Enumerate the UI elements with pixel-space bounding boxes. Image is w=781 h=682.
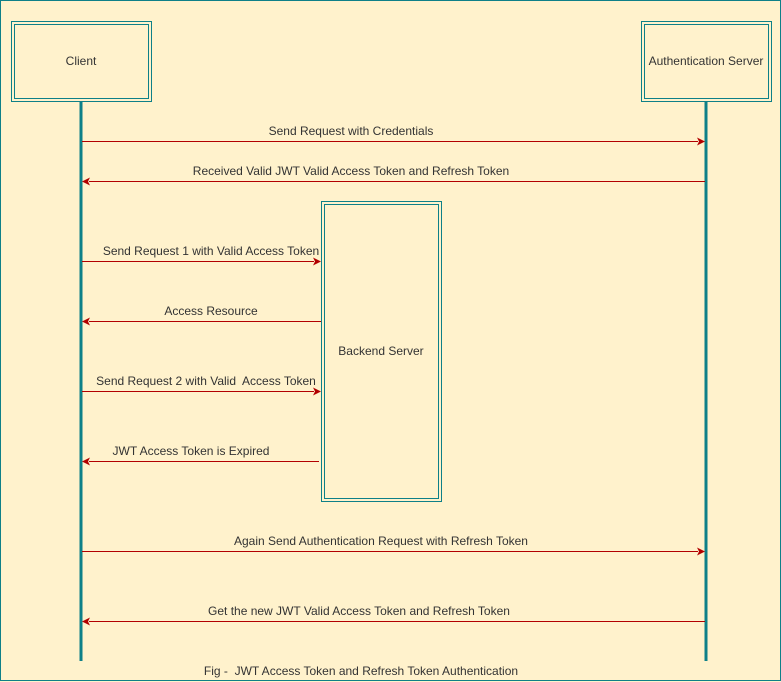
- auth-box-inner: [644, 24, 769, 99]
- message-label: JWT Access Token is Expired: [113, 444, 270, 458]
- message-label: Send Request with Credentials: [269, 124, 434, 138]
- backend-label: Backend Server: [338, 344, 423, 358]
- message-label: Again Send Authentication Request with R…: [234, 534, 528, 548]
- arrow-head: [82, 317, 90, 326]
- message-label: Get the new JWT Valid Access Token and R…: [208, 604, 510, 618]
- message-send-request-2: Send Request 2 with Valid Access Token: [82, 374, 321, 396]
- client-box-outer: [11, 21, 152, 102]
- arrow-head: [82, 617, 90, 626]
- message-new-tokens: Get the new JWT Valid Access Token and R…: [82, 604, 705, 626]
- figure-caption: Fig - JWT Access Token and Refresh Token…: [204, 664, 518, 678]
- backend-box-outer: [321, 201, 442, 502]
- arrow-head: [313, 387, 321, 396]
- client-label: Client: [66, 54, 97, 68]
- arrow-head: [82, 457, 90, 466]
- message-refresh-request: Again Send Authentication Request with R…: [82, 534, 705, 556]
- participant-client: Client: [11, 21, 152, 102]
- message-label: Received Valid JWT Valid Access Token an…: [193, 164, 509, 178]
- message-label: Send Request 1 with Valid Access Token: [103, 244, 319, 258]
- message-label: Access Resource: [164, 304, 258, 318]
- client-box-inner: [14, 24, 149, 99]
- message-received-tokens: Received Valid JWT Valid Access Token an…: [82, 164, 705, 186]
- message-label: Send Request 2 with Valid Access Token: [96, 374, 316, 388]
- arrow-head: [697, 547, 705, 556]
- participant-auth-server: Authentication Server: [641, 21, 772, 102]
- message-access-resource: Access Resource: [82, 304, 321, 326]
- auth-box-outer: [641, 21, 772, 102]
- participant-backend-server: Backend Server: [321, 201, 442, 502]
- auth-label: Authentication Server: [649, 54, 764, 68]
- arrow-head: [697, 137, 705, 146]
- message-send-credentials: Send Request with Credentials: [82, 124, 705, 146]
- message-token-expired: JWT Access Token is Expired: [82, 444, 319, 466]
- arrow-head: [82, 177, 90, 186]
- backend-box-inner: [324, 204, 439, 499]
- arrow-head: [313, 257, 321, 266]
- message-send-request-1: Send Request 1 with Valid Access Token: [82, 244, 321, 266]
